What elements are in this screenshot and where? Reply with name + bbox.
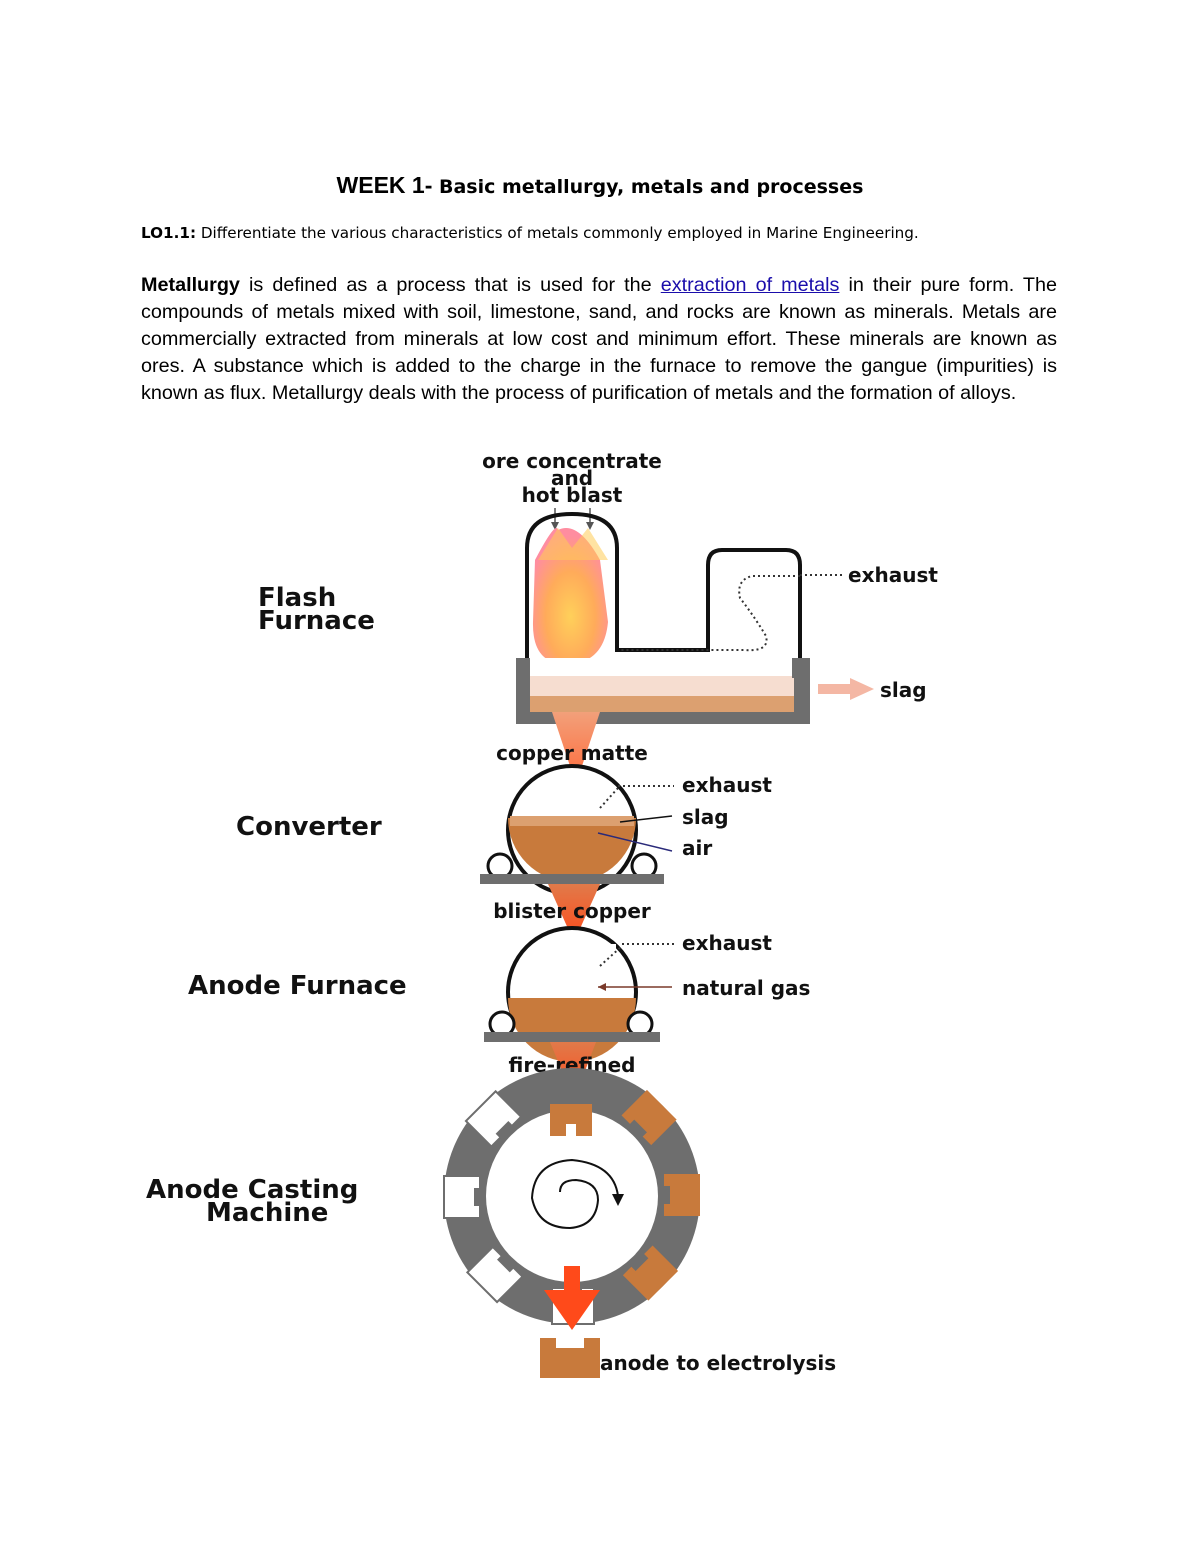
casting-label-line2: Machine — [206, 1198, 328, 1228]
output-arrow — [544, 1290, 600, 1330]
converter — [480, 764, 664, 896]
flow-arrow-matte — [552, 712, 600, 784]
learning-objective-code: LO1.1: — [141, 224, 197, 242]
input-label-line1: ore concentrate — [482, 449, 662, 473]
output-anode — [540, 1338, 600, 1378]
exhaust-label-2: exhaust — [682, 773, 772, 797]
week-subtitle: Basic metallurgy, metals and processes — [432, 176, 864, 198]
mold-right — [660, 1174, 700, 1216]
slag-layer — [530, 676, 794, 696]
anode-casting-machine — [443, 1068, 700, 1325]
term-metallurgy: Metallurgy — [141, 274, 240, 296]
para-text-1: is defined as a process that is used for… — [239, 274, 661, 296]
anode-furnace-label: Anode Furnace — [188, 971, 407, 1001]
natural-gas-label: natural gas — [682, 976, 810, 1000]
blister-copper-label: blister copper — [493, 899, 651, 923]
slag-arrow — [850, 678, 874, 700]
mold-upper-left — [464, 1089, 523, 1148]
input-label-line2: and — [551, 466, 593, 490]
anode-furnace — [484, 926, 660, 1062]
input-arrowhead-right — [586, 522, 594, 530]
exhaust-label-3: exhaust — [682, 931, 772, 955]
input-arrowhead-left — [551, 522, 559, 530]
mold-left — [443, 1175, 484, 1219]
mold-top — [550, 1104, 592, 1136]
intro-paragraph: Metallurgy is defined as a process that … — [141, 272, 1057, 407]
flow-arrow-blister — [548, 884, 600, 942]
learning-objective: LO1.1: Differentiate the various charact… — [141, 224, 1061, 242]
mold-lower-right — [622, 1245, 679, 1301]
anode-output-label: anode to electrolysis — [600, 1351, 836, 1375]
copper-smelting-diagram: ore concentrate and hot blast Flash Furn… — [146, 449, 938, 1378]
copper-matte-label: copper matte — [496, 741, 648, 765]
week-label: WEEK 1- — [336, 172, 433, 198]
learning-objective-text: Differentiate the various characteristic… — [196, 224, 919, 242]
flash-furnace — [516, 511, 810, 724]
flash-furnace-label-line1: Flash — [258, 583, 336, 613]
exhaust-label-1: exhaust — [848, 563, 938, 587]
casting-label-line1: Anode Casting — [146, 1175, 358, 1205]
flame-shape — [532, 528, 608, 664]
slag-label-2: slag — [682, 805, 729, 829]
para-text-2: in their pure form. The compounds of met… — [141, 274, 1057, 404]
mold-lower-left — [465, 1245, 524, 1304]
air-label: air — [682, 836, 712, 860]
converter-label: Converter — [236, 812, 382, 842]
flash-furnace-label-line2: Furnace — [258, 606, 375, 636]
slag-label-1: slag — [880, 678, 927, 702]
mold-upper-right — [621, 1089, 677, 1146]
matte-layer — [530, 696, 794, 712]
extraction-of-metals-link[interactable]: extraction of metals — [660, 274, 840, 296]
input-label-line3: hot blast — [522, 483, 623, 507]
page-title: WEEK 1- Basic metallurgy, metals and pro… — [0, 172, 1200, 199]
